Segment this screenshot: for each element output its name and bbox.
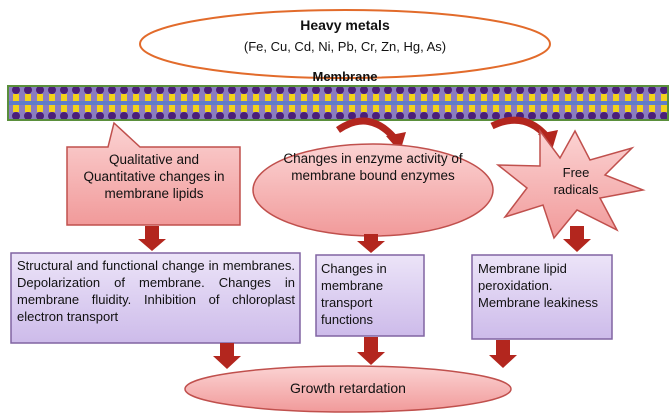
arrow-down-2: [357, 234, 385, 253]
structural-change-text: Structural and functional change in memb…: [17, 258, 295, 324]
lipid-changes-callout: [66, 121, 241, 226]
structural-change-box: [10, 252, 301, 344]
heavy-metals-oval: [139, 9, 551, 79]
arrow-down-6: [489, 340, 517, 368]
growth-retardation-ellipse: [184, 365, 512, 413]
membrane-label: Membrane: [312, 69, 378, 84]
arrow-down-3: [563, 226, 591, 252]
membrane-bilayer: [7, 85, 669, 121]
lipid-peroxidation-box: [471, 254, 613, 340]
curved-arrow-enzymes: [336, 117, 399, 143]
arrow-down-1: [138, 226, 166, 251]
transport-change-box: [315, 254, 425, 337]
free-radicals-text: Free radicals: [553, 165, 599, 197]
growth-retardation-text: Growth retardation: [290, 380, 406, 396]
lipid-peroxidation-text: Membrane lipid peroxidation. Membrane le…: [478, 261, 598, 310]
arrow-down-4: [213, 343, 241, 369]
heavy-metals-list: (Fe, Cu, Cd, Ni, Pb, Cr, Zn, Hg, As): [243, 39, 447, 54]
heavy-metals-title: Heavy metals: [300, 17, 390, 33]
enzyme-changes-text: Changes in enzyme activity of membrane b…: [283, 151, 463, 183]
lipid-changes-text: Qualitative and Quantitative changes in …: [83, 152, 225, 201]
arrow-down-5: [357, 337, 385, 365]
free-radicals-star: [495, 128, 646, 240]
transport-change-text: Changes in membrane transport functions: [321, 261, 387, 327]
